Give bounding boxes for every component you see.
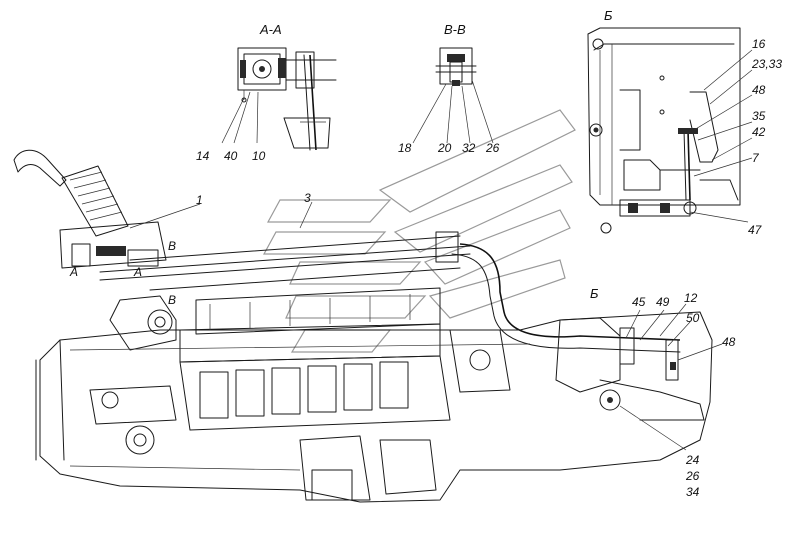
callout-26-main: 26 — [685, 469, 700, 483]
leader-lines-bb — [412, 79, 494, 144]
section-aa-detail — [237, 47, 337, 151]
callout-16: 16 — [752, 37, 766, 51]
view-b-main-label: Б — [590, 286, 599, 301]
callout-1: 1 — [196, 193, 203, 207]
callout-23-33: 23,33 — [751, 57, 782, 71]
callout-40: 40 — [224, 149, 238, 163]
view-b-top-label: Б — [604, 8, 613, 23]
callout-3: 3 — [304, 191, 311, 205]
callout-48-top: 48 — [752, 83, 766, 97]
section-bb-label: В-В — [444, 22, 466, 37]
callout-10: 10 — [252, 149, 266, 163]
callout-14: 14 — [196, 149, 210, 163]
leader-lines-view-b — [689, 49, 753, 223]
section-marker-a-left: А — [69, 265, 78, 279]
section-aa-label: А-А — [259, 22, 282, 37]
callout-12: 12 — [684, 291, 698, 305]
callout-20: 20 — [437, 141, 452, 155]
section-marker-a-right: А — [133, 265, 142, 279]
callout-18: 18 — [398, 141, 412, 155]
callout-35: 35 — [752, 109, 766, 123]
section-bb-detail — [435, 47, 477, 86]
section-marker-b-lower: В — [168, 293, 176, 307]
callout-26: 26 — [485, 141, 500, 155]
callout-50: 50 — [686, 311, 700, 325]
view-b-gearbox-housing — [587, 27, 741, 234]
leader-lines-main — [129, 201, 723, 451]
callout-47: 47 — [748, 223, 763, 237]
engine-block — [35, 287, 713, 503]
callout-24: 24 — [685, 453, 700, 467]
gear-shift-lever — [13, 149, 167, 269]
shift-rods — [99, 231, 681, 353]
callout-34: 34 — [686, 485, 700, 499]
callout-45: 45 — [632, 295, 646, 309]
callout-32: 32 — [462, 141, 476, 155]
callout-48-main: 48 — [722, 335, 736, 349]
watermark-logo — [262, 109, 576, 353]
callout-7: 7 — [752, 151, 760, 165]
callout-49: 49 — [656, 295, 670, 309]
leader-lines-aa — [221, 91, 259, 144]
callout-42: 42 — [752, 125, 766, 139]
section-marker-b-upper: В — [168, 239, 176, 253]
